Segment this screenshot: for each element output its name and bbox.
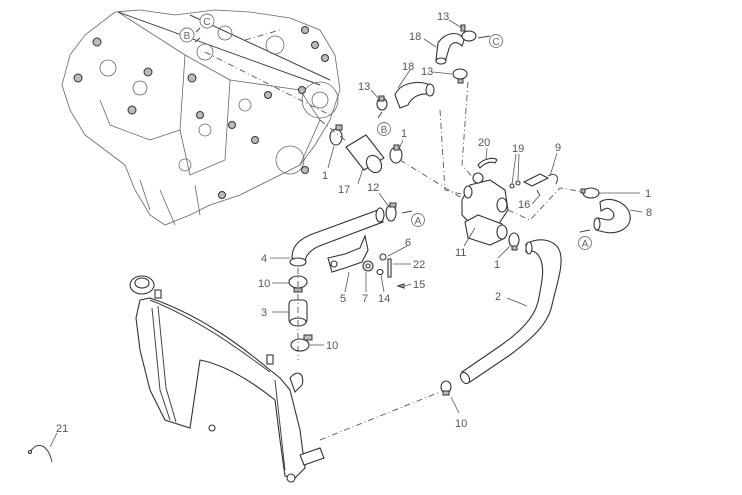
callout-14: 14 xyxy=(378,293,390,305)
svg-text:A: A xyxy=(415,216,422,227)
ref-marker-a-right: A xyxy=(578,229,592,250)
ref-marker-b-top: B xyxy=(377,111,391,136)
svg-text:C: C xyxy=(203,17,210,28)
callout-20: 20 xyxy=(478,137,490,149)
seal-19 xyxy=(509,180,521,189)
callout-1: 1 xyxy=(322,170,328,182)
ref-marker-b-engine: B xyxy=(179,27,201,43)
thermostat-housing-11 xyxy=(461,172,509,246)
leader-lines xyxy=(49,19,643,448)
clamp-12 xyxy=(385,202,397,222)
callout-labels: 13 18 13 18 13 1 1 17 12 20 19 9 16 1 8 … xyxy=(56,11,652,435)
callout-1: 1 xyxy=(401,128,407,140)
callout-13: 13 xyxy=(421,66,433,78)
flow-line xyxy=(507,187,586,221)
clamp-1-right xyxy=(389,144,403,164)
clamp-1-far-right xyxy=(580,187,600,199)
callout-13: 13 xyxy=(358,81,370,93)
callout-18: 18 xyxy=(402,61,414,73)
clamp-13-mid xyxy=(452,68,468,84)
callout-1: 1 xyxy=(645,188,651,200)
callout-2: 2 xyxy=(495,291,501,303)
flow-line xyxy=(319,119,346,141)
ref-marker-c-top: C xyxy=(477,34,503,48)
gasket-20 xyxy=(477,157,498,169)
callout-9: 9 xyxy=(555,142,561,154)
pin-16 xyxy=(536,189,541,197)
callout-12: 12 xyxy=(367,182,379,194)
screw-15 xyxy=(396,283,405,289)
callout-19: 19 xyxy=(512,143,524,155)
svg-text:C: C xyxy=(492,37,499,48)
callout-3: 3 xyxy=(261,307,267,319)
radiator xyxy=(129,275,325,483)
callout-8: 8 xyxy=(646,207,652,219)
flow-line xyxy=(439,109,466,196)
flow-line xyxy=(319,391,441,441)
ref-marker-a-mid: A xyxy=(401,210,425,227)
flow-line xyxy=(461,81,476,181)
clamp-10-lower xyxy=(290,334,313,352)
callout-5: 5 xyxy=(340,293,346,305)
clamp-1-left xyxy=(329,124,343,146)
clamp-1-hose-2 xyxy=(508,232,520,251)
svg-text:A: A xyxy=(582,239,589,250)
clamp-10-bottom xyxy=(440,380,452,396)
bracket-5 xyxy=(327,234,369,273)
hose-17 xyxy=(345,134,385,174)
callout-15: 15 xyxy=(413,279,425,291)
svg-text:B: B xyxy=(381,125,388,136)
callout-4: 4 xyxy=(261,253,267,265)
callout-22: 22 xyxy=(413,259,425,271)
callout-6: 6 xyxy=(405,237,411,249)
hose-18-upper xyxy=(435,33,465,65)
clamp-13-upper xyxy=(460,24,477,42)
callout-11: 11 xyxy=(455,247,466,259)
flow-line xyxy=(399,159,466,201)
callout-13: 13 xyxy=(437,11,449,23)
hose-2 xyxy=(459,239,562,385)
washer-14 xyxy=(376,268,384,276)
hose-4 xyxy=(289,207,385,267)
clip-21 xyxy=(27,444,53,463)
spacer-22 xyxy=(387,258,392,278)
svg-text:B: B xyxy=(184,31,191,42)
callout-18: 18 xyxy=(409,31,421,43)
sensor-9 xyxy=(522,173,558,187)
hose-8 xyxy=(593,198,631,234)
callout-16: 16 xyxy=(518,199,530,211)
callout-10: 10 xyxy=(258,278,270,290)
callout-17: 17 xyxy=(338,184,350,196)
callout-21: 21 xyxy=(56,423,68,435)
callout-7: 7 xyxy=(362,293,368,305)
callout-10: 10 xyxy=(326,340,338,352)
engine-block xyxy=(61,9,341,226)
callout-1: 1 xyxy=(494,259,500,271)
washer-6 xyxy=(379,253,387,261)
ref-marker-c-engine: C xyxy=(195,13,215,33)
grommet-7 xyxy=(362,260,374,272)
callout-10: 10 xyxy=(455,418,467,430)
hose-18-lower xyxy=(394,81,435,109)
